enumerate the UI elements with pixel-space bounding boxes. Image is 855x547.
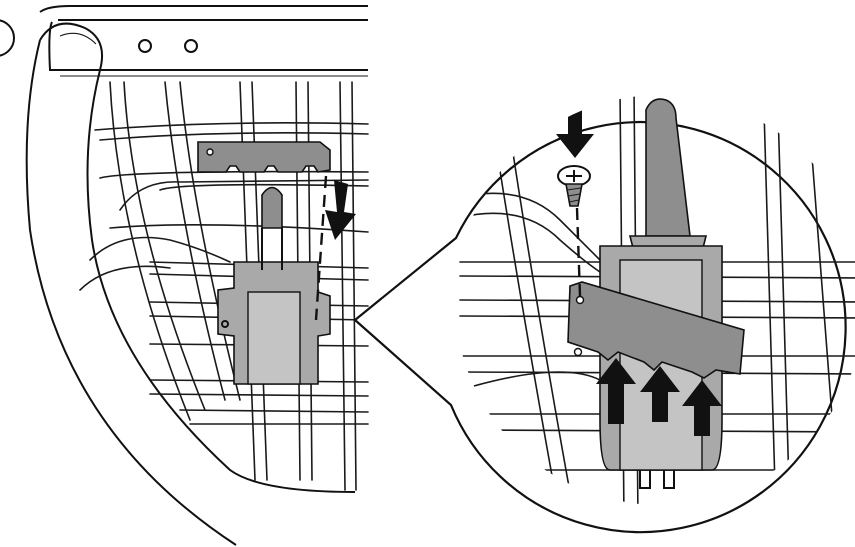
handle-tube xyxy=(25,22,356,546)
screw-icon xyxy=(557,165,591,207)
down-arrow-icon xyxy=(325,180,356,240)
rail-hole xyxy=(184,39,198,53)
basket-overview xyxy=(25,5,369,546)
up-arrow-icon xyxy=(682,380,722,436)
mounting-plate-overview xyxy=(217,186,331,385)
bracket-overview xyxy=(197,141,331,173)
detail-callout xyxy=(353,95,855,534)
detail-zoom xyxy=(455,95,855,505)
up-arrow-icon xyxy=(640,366,680,422)
screw-path-line xyxy=(575,207,582,297)
basket-wires-horizontal xyxy=(94,122,369,425)
top-rail xyxy=(39,5,368,77)
step-marker xyxy=(0,19,15,57)
up-arrow-icon xyxy=(596,358,636,424)
down-arrow-icon xyxy=(556,108,594,158)
insertion-path-line xyxy=(314,175,328,321)
inner-frame xyxy=(79,179,369,291)
rail-hole xyxy=(138,39,152,53)
bracket-detail xyxy=(567,281,745,379)
